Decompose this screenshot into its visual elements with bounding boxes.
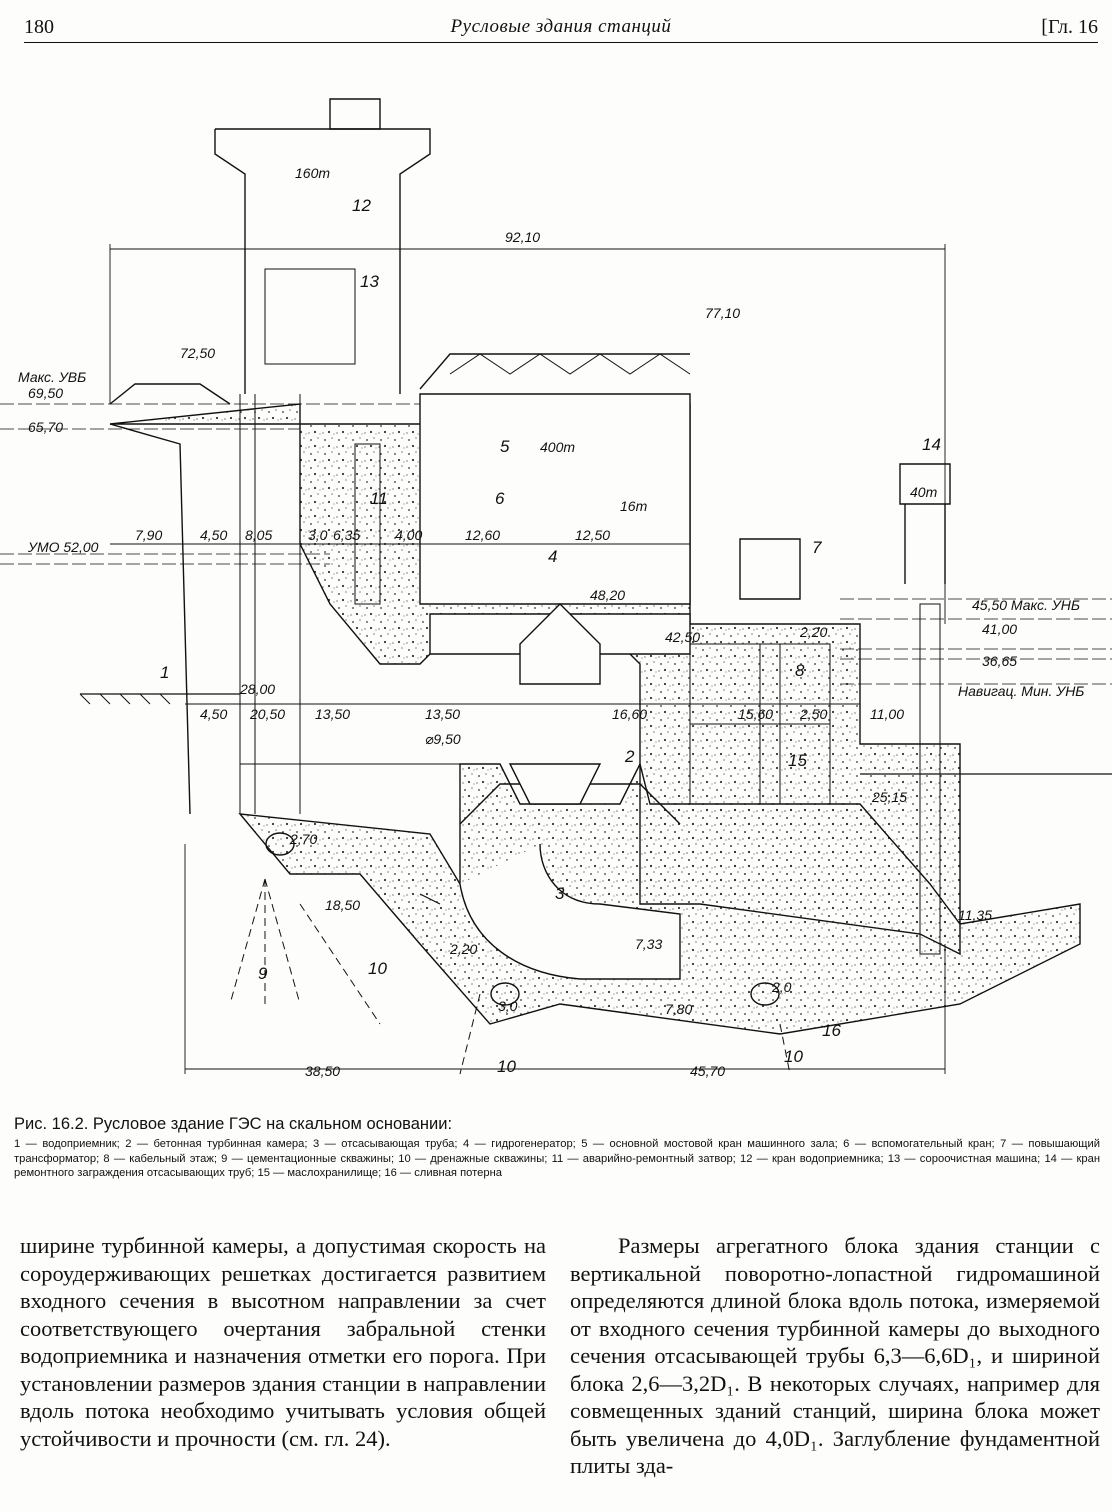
dim-low-w3: 13,50 (315, 706, 350, 722)
dim-chamber-w: 16,60 (612, 706, 647, 722)
chapter-ref: [Гл. 16 (1041, 16, 1098, 38)
elev-max-downstream: 45,50 Макс. УНБ (972, 597, 1080, 613)
gallery-2-70 (265, 832, 295, 856)
dim-cable-w1: 15,60 (738, 706, 773, 722)
dim-runner-diameter: ⌀9,50 (425, 731, 461, 747)
dim-total-length: 92,10 (505, 229, 540, 245)
caption-title: Рис. 16.2. Русловое здание ГЭС на скальн… (14, 1115, 453, 1133)
draft-crane-14 (899, 463, 951, 584)
hall-roof-truss (419, 353, 690, 390)
callout-14: 14 (922, 435, 941, 454)
callout-2: 2 (624, 747, 635, 766)
left-column-paragraph: ширине турбинной камеры, а допустимая ск… (20, 1233, 546, 1451)
callout-9: 9 (258, 964, 268, 983)
callout-15: 15 (788, 751, 807, 770)
dim-hall-w2: 12,50 (575, 527, 610, 543)
dim-grout-depth: 18,50 (325, 897, 360, 913)
dim-low-w2: 20,50 (249, 706, 285, 722)
callout-1: 1 (160, 663, 169, 682)
dimension-lines (110, 248, 945, 1070)
elev-dead-storage: УМО 52,00 (27, 539, 99, 555)
callout-10-lower-right: 10 (784, 1047, 803, 1066)
dim-hall-w1: 12,60 (465, 527, 500, 543)
figure-caption: Рис. 16.2. Русловое здание ГЭС на скальн… (14, 1115, 1100, 1181)
dim-downstream-length: 45,70 (690, 1063, 725, 1079)
dim-upstream-length: 38,50 (305, 1063, 340, 1079)
load-draft-crane: 40т (910, 484, 938, 500)
draft-tube (459, 843, 681, 980)
elev-upstream-2: 65,70 (28, 419, 63, 435)
intake-1 (109, 423, 191, 815)
elev-max-upstream: 69,50 (28, 385, 63, 401)
dim-cable-h: 2,20 (799, 624, 827, 640)
callout-10-lower-left: 10 (497, 1057, 516, 1076)
callout-13: 13 (360, 272, 379, 291)
right-column-paragraph: Размеры агрегатного блока здания станции… (570, 1233, 1100, 1478)
elev-tail-sill: 11,35 (958, 907, 992, 923)
callout-6: 6 (495, 489, 505, 508)
machine-hall (419, 393, 691, 605)
callout-5: 5 (500, 437, 510, 456)
gallery-3-0 (490, 982, 520, 1006)
grout-holes-9 (229, 878, 301, 1005)
turbine-runner (508, 763, 602, 805)
cable-floor-8 (689, 643, 831, 805)
elev-generator-floor: 48,20 (590, 587, 625, 603)
body-text: ширине турбинной камеры, а допустимая ск… (20, 1232, 1100, 1480)
trash-machine-13 (264, 268, 356, 365)
drain-holes-10 (299, 903, 791, 1075)
dim-intake-w1: 7,90 (135, 527, 162, 543)
elev-hall-roof: 77,10 (705, 305, 740, 321)
callout-4: 4 (548, 547, 557, 566)
elev-intake-sill: 28,00 (239, 681, 275, 697)
callout-16: 16 (822, 1021, 841, 1040)
callout-11: 11 (370, 489, 388, 508)
elev-turbine-floor: 42,50 (665, 629, 700, 645)
running-title: Русловые здания станций (450, 16, 672, 37)
load-main-crane: 400т (540, 439, 575, 455)
elev-downstream-min: 36,65 (982, 653, 1017, 669)
dim-intake-w3: 8,05 (245, 527, 272, 543)
elev-draft-floor: 25,15 (871, 789, 907, 805)
page-number: 180 (24, 16, 54, 38)
label-max-upstream: Макс. УВБ (18, 369, 86, 385)
callout-12: 12 (352, 196, 371, 215)
load-aux-crane: 16т (620, 498, 648, 514)
label-min-downstream: Навигац. Мин. УНБ (958, 683, 1084, 699)
dim-gallery-d3: 3,0 (498, 998, 518, 1014)
caption-legend: 1 — водоприемник; 2 — бетонная турбинная… (14, 1138, 1100, 1179)
dim-gallery-d4: 2,0 (771, 979, 792, 995)
transformer-7 (739, 538, 801, 600)
callout-10: 10 (368, 959, 387, 978)
dim-intake-w6: 4,00 (395, 527, 422, 543)
dim-gallery-d1: 2,70 (289, 831, 317, 847)
generator-4 (519, 603, 601, 685)
dim-low-w1: 4,50 (200, 706, 227, 722)
dim-low-w4: 13,50 (425, 706, 460, 722)
intake-crest-road (109, 383, 231, 405)
dim-intake-w2: 4,50 (200, 527, 227, 543)
gallery-16 (750, 982, 780, 1006)
dim-gallery-d2: 2,20 (449, 941, 477, 957)
dim-draft-h: 7,33 (635, 936, 662, 952)
elev-downstream-41: 41,00 (982, 621, 1017, 637)
dim-intake-w5: 6,35 (333, 527, 360, 543)
elev-crest: 72,50 (180, 345, 215, 361)
foundation-slab (238, 761, 1081, 1035)
gate-11 (354, 443, 381, 605)
running-header: 180 Русловые здания станций [Гл. 16 (24, 14, 1098, 43)
dim-tail-w: 11,00 (870, 706, 904, 722)
gantry-cab (329, 98, 381, 130)
dim-cable-w2: 2,50 (799, 706, 827, 722)
callout-8: 8 (795, 661, 805, 680)
load-gantry: 160т (295, 165, 330, 181)
hydro-plant-section-figure: 92,10 38,50 45,70 7,90 4,50 8,05 3,0 6,3… (0, 98, 1112, 1079)
callout-3: 3 (555, 884, 565, 903)
dim-slab-t: 7,80 (665, 1001, 692, 1017)
dim-intake-w4: 3,0 (308, 527, 328, 543)
callout-7: 7 (812, 538, 822, 557)
